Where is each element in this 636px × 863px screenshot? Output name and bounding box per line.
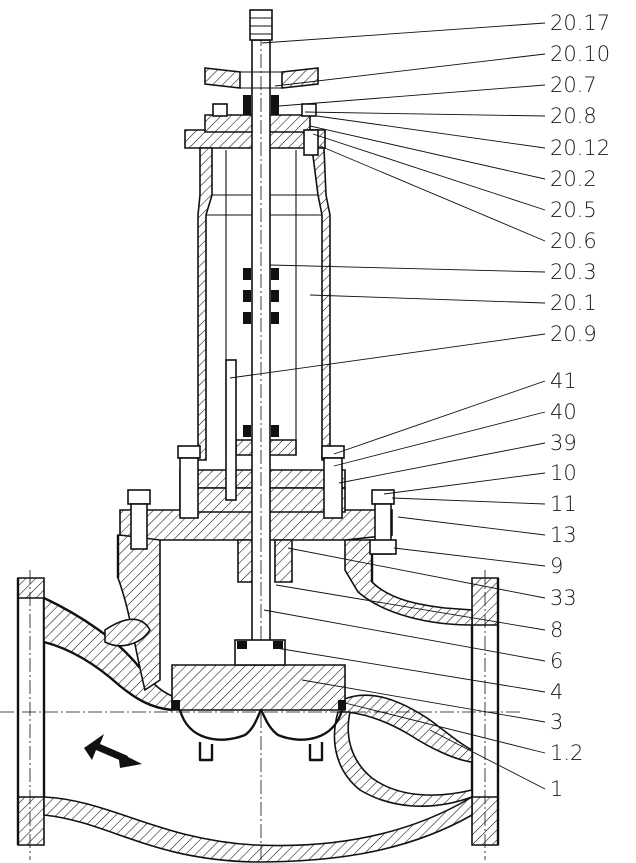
- callout-41: 41: [550, 369, 577, 393]
- callout-20-3: 20.3: [550, 260, 597, 284]
- callout-20-2: 20.2: [550, 167, 597, 191]
- callout-8: 8: [550, 618, 563, 642]
- gland-yoke: [204, 67, 319, 89]
- callout-40: 40: [550, 400, 577, 424]
- callout-1: 1: [550, 777, 563, 801]
- flow-direction-arrow: [84, 734, 142, 768]
- callout-20-9: 20.9: [550, 322, 597, 346]
- callout-10: 10: [550, 461, 577, 485]
- callout-6: 6: [550, 649, 563, 673]
- seat-ring: [172, 700, 346, 710]
- callout-11: 11: [550, 492, 577, 516]
- leader-lines: [229, 22, 546, 790]
- callout-13: 13: [550, 523, 577, 547]
- callout-20-8: 20.8: [550, 104, 597, 128]
- valve-stem: [243, 9, 279, 860]
- callout-20-17: 20.17: [550, 11, 610, 35]
- callout-20-5: 20.5: [550, 198, 597, 222]
- valve-body: [16, 534, 500, 863]
- callout-4: 4: [550, 680, 563, 704]
- callout-20-12: 20.12: [550, 136, 610, 160]
- bolts: [127, 103, 397, 555]
- callout-20-10: 20.10: [550, 42, 610, 66]
- callout-33: 33: [550, 586, 577, 610]
- callout-1-2: 1.2: [550, 741, 583, 765]
- callout-20-7: 20.7: [550, 73, 597, 97]
- callout-20-6: 20.6: [550, 229, 597, 253]
- valve-plug: [171, 639, 346, 762]
- callout-20-1: 20.1: [550, 291, 597, 315]
- callout-labels: 20.17 20.10 20.7 20.8 20.12 20.2 20.5 20…: [550, 11, 610, 801]
- callout-9: 9: [550, 554, 563, 578]
- packing-rings: [243, 95, 279, 437]
- callout-3: 3: [550, 710, 563, 734]
- callout-39: 39: [550, 431, 577, 455]
